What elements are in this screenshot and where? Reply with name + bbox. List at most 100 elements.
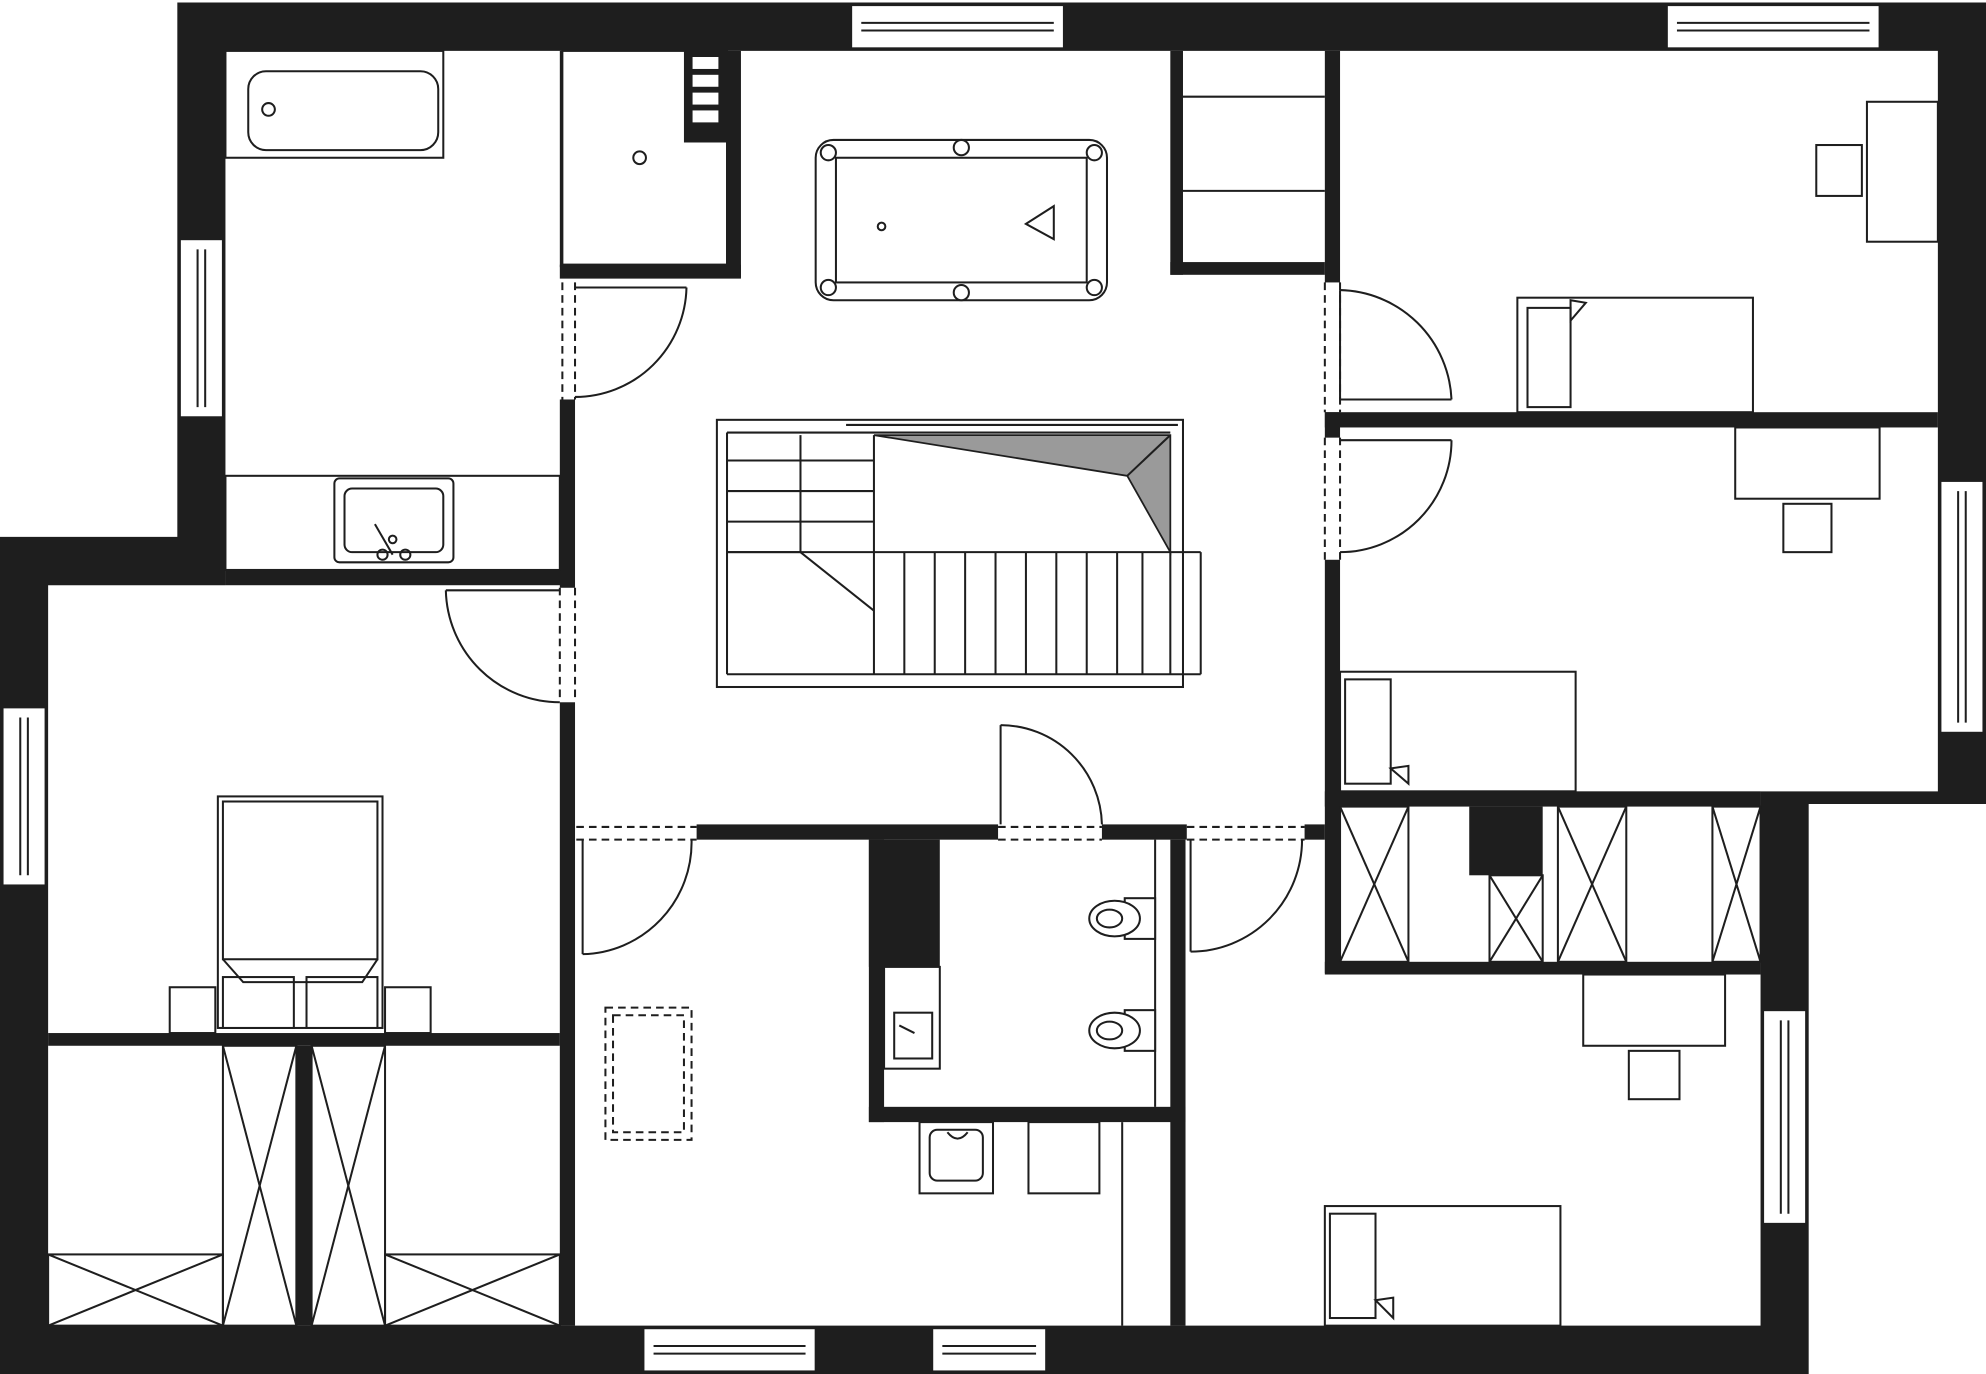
bedroom-middle-right-furniture [1339, 426, 1881, 793]
window-top-center-line [850, 4, 1065, 50]
interior-walls-line [1324, 791, 1761, 807]
pool-table-line [1085, 278, 1103, 297]
bedroom-left-furniture-line [221, 800, 379, 961]
door-toilet-line [1000, 724, 1103, 825]
interior-walls-line [727, 50, 741, 278]
bed [1323, 1205, 1562, 1327]
staircase [715, 418, 1202, 689]
desk [1865, 100, 1939, 243]
interior-walls-line [1170, 50, 1183, 275]
interior-walls-line [1304, 824, 1325, 840]
bed [1516, 296, 1754, 414]
door-left-bedroom [444, 587, 577, 704]
window-bottom-right-line [931, 1327, 1048, 1373]
interior-walls-line [1170, 262, 1325, 275]
storage-shelves [1182, 95, 1325, 192]
staircase-line [799, 551, 875, 612]
pillow [305, 976, 379, 1029]
interior-walls-line [1324, 412, 1938, 428]
window-bottom-right [931, 1327, 1048, 1373]
wardrobes-right-line [1339, 805, 1410, 963]
bedroom-left-furniture-line [221, 1044, 298, 1327]
door-top-right-bedroom-line [1340, 289, 1453, 400]
bathroom-fixtures-line [247, 70, 440, 152]
window-right-lower-line [1762, 1009, 1808, 1225]
shower-closet [561, 49, 729, 266]
interior-walls-line [1469, 806, 1543, 876]
bathroom-fixtures-line [374, 523, 394, 556]
bathroom-fixtures-line [399, 548, 412, 561]
window-top-right-line [1665, 4, 1881, 50]
bathroom-fixtures-line [376, 548, 389, 561]
doors [444, 282, 1453, 956]
pool-table-line [834, 156, 1088, 284]
study-furniture-line [612, 1014, 685, 1134]
toilet-2-line [1088, 1011, 1141, 1050]
door-bathroom [561, 282, 688, 400]
bedroom-left-furniture [47, 795, 561, 1327]
wardrobes-right-line [1711, 806, 1762, 963]
cabinet [1027, 1121, 1101, 1195]
bedroom-left-furniture-line [222, 958, 379, 984]
bedroom-left-furniture-line [47, 1253, 224, 1327]
bathroom-fixtures-line [690, 72, 721, 89]
study-furniture-line [928, 1128, 984, 1182]
bedroom-top-right-furniture [1516, 100, 1939, 414]
window-bottom-left-line [642, 1327, 817, 1373]
bedroom-left-furniture-line [310, 1045, 387, 1326]
shower-drain-icon [632, 150, 647, 166]
toilet-room-line [893, 1011, 934, 1060]
interior-walls-line [559, 264, 741, 279]
interior-walls-line [559, 399, 576, 588]
bed [1339, 670, 1577, 793]
bathroom-fixtures-line [343, 487, 445, 554]
interior-walls-line [1324, 559, 1341, 974]
ball-rack [1023, 204, 1055, 241]
wardrobes-right-line [1488, 874, 1544, 963]
bedroom-left-furniture-line [384, 1253, 561, 1327]
toilet-room-line [898, 1024, 915, 1034]
bedroom-bottom-right-furniture [1323, 973, 1727, 1327]
window-right-lower [1762, 1009, 1808, 1225]
pool-table-line [952, 138, 970, 157]
interior-walls-line [559, 702, 576, 1326]
study-furniture [604, 1006, 1124, 1326]
door-middle-right-bedroom [1323, 437, 1453, 560]
chair [1627, 1049, 1681, 1101]
wardrobes-right-line [1711, 805, 1762, 963]
door-bottom-right-bedroom [1186, 825, 1305, 953]
sink [333, 477, 455, 564]
window-left-bedroom-line [1, 706, 47, 887]
bathroom-fixtures [224, 49, 729, 571]
wardrobes-right-line [1556, 805, 1628, 963]
toilet-1-line [1088, 899, 1141, 938]
bathroom-fixtures-line [387, 534, 398, 545]
interior-walls-line [868, 1106, 1186, 1123]
pool-table-line [952, 283, 970, 302]
door-left-bedroom-line [444, 590, 560, 704]
window-top-center [850, 4, 1065, 50]
interior-walls-line [225, 567, 563, 586]
toilet-1-line [1095, 908, 1124, 929]
toilet-2 [1088, 1009, 1157, 1052]
pool-table-line [876, 221, 887, 232]
door-middle-right-bedroom-line [1340, 440, 1453, 554]
drain-icon [261, 102, 276, 117]
stair-shaded-landing [873, 434, 1172, 556]
table [604, 1006, 693, 1141]
interior-walls-line [1324, 961, 1761, 975]
window-left-bedroom [1, 706, 47, 887]
window-left-bath [178, 238, 224, 419]
window-top-right [1665, 4, 1881, 50]
bedroom-bottom-right-furniture-line [1373, 1296, 1395, 1321]
bedroom-bottom-right-furniture-line [1328, 1212, 1377, 1320]
toilet-1 [1088, 897, 1157, 940]
pool-table [814, 138, 1109, 302]
interior-walls-line [1170, 839, 1186, 1326]
interior-walls-line [48, 1033, 560, 1046]
door-study [576, 825, 697, 956]
window-bottom-left [642, 1327, 817, 1373]
desk [1734, 426, 1881, 500]
nightstand [384, 986, 432, 1035]
